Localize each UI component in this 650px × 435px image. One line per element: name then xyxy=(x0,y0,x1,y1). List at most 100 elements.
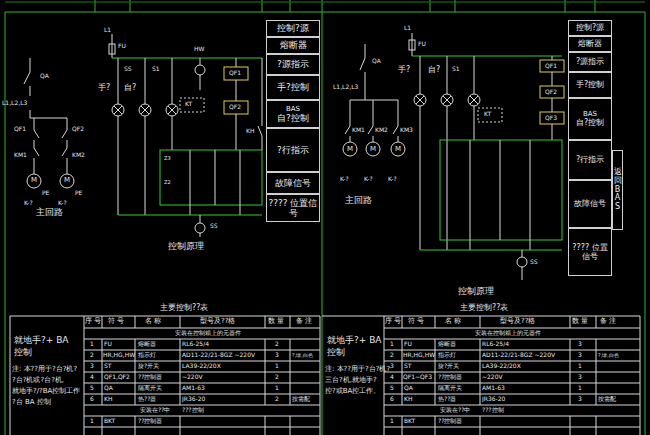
component-label: QF2 xyxy=(545,89,557,95)
control-circuit-wiring xyxy=(200,215,201,223)
control-circuit-wiring xyxy=(195,223,205,233)
control-circuit-wiring xyxy=(552,124,553,140)
table-cell-text: JR36-20 xyxy=(182,396,205,402)
table-cell-text: FU xyxy=(104,341,112,347)
component-label: QF2 xyxy=(229,104,241,110)
component-label: QF1 xyxy=(229,70,241,76)
table-cell-text: 型号及??格 xyxy=(200,318,235,325)
side-column-cell: 返回BAS xyxy=(612,150,623,230)
component-label: K-? xyxy=(24,200,33,206)
table-cell-text: ??控制器 xyxy=(138,374,162,380)
control-circuit-wiring xyxy=(240,205,241,215)
control-circuit-wiring xyxy=(109,33,564,280)
main-circuit-wiring xyxy=(67,140,68,148)
component-label: HW xyxy=(194,46,204,52)
control-circuit-wiring xyxy=(522,267,523,280)
table-cell-text: 就地手?+ BA xyxy=(327,336,382,345)
table-cell-text: 1 xyxy=(275,385,279,391)
table-cell-text: 热??器 xyxy=(138,396,156,402)
cell-text: BAS xyxy=(614,186,622,212)
control-circuit-wiring xyxy=(517,257,527,267)
main-circuit-wiring xyxy=(62,130,67,138)
component-label: S1 xyxy=(152,66,160,72)
component-label: 手? xyxy=(398,66,410,74)
cell-text: 熔断器 xyxy=(578,39,602,48)
table-cell-text: 指示灯 xyxy=(438,352,456,358)
main-circuit-wiring xyxy=(398,136,399,142)
control-circuit-wiring xyxy=(190,205,191,215)
table-cell-text: QF1,QF2 xyxy=(104,374,130,380)
control-circuit-wiring xyxy=(172,116,173,150)
main-circuit-wiring xyxy=(373,136,374,142)
function-label-cell: 控制?源 xyxy=(568,20,612,36)
table-cell-text: ~220V xyxy=(182,374,203,380)
cell-text: ???? 位置信号 xyxy=(570,243,610,261)
component-label: L1 xyxy=(104,27,111,33)
component-label: M xyxy=(395,146,401,153)
table-cell-text: 符 号 xyxy=(108,318,124,325)
drawing-frame xyxy=(5,12,645,13)
main-circuit-wiring xyxy=(34,158,35,174)
function-label-cell: 控制?源 xyxy=(266,20,320,37)
control-circuit-wiring xyxy=(262,58,263,126)
control-circuit-wiring xyxy=(236,58,237,67)
table-cell-text: 6 xyxy=(390,396,394,402)
main-circuit-wiring xyxy=(350,100,398,101)
component-label: Z2 xyxy=(164,180,171,185)
cell-text: ?行指示 xyxy=(277,145,309,155)
drawing-frame xyxy=(645,12,646,435)
main-circuit-wiring xyxy=(34,118,35,130)
table-cell-text: KH xyxy=(104,396,112,402)
table-cell-text: RL6-25/4 xyxy=(182,341,209,347)
table-cell-text: 2 xyxy=(90,352,94,358)
main-circuit-wiring xyxy=(34,130,39,138)
table-cell-text: 安装在控制箱上的元器件 xyxy=(475,330,541,336)
component-table-grid xyxy=(640,316,641,435)
table-cell-text: ?台 BA 控制 xyxy=(12,399,51,406)
function-label-cell: ???? 位置信号 xyxy=(266,194,320,222)
control-circuit-wiring xyxy=(190,150,191,205)
table-cell-text: 旋?开关 xyxy=(138,363,159,369)
main-circuit-wiring xyxy=(30,110,31,118)
control-circuit-wiring xyxy=(474,56,475,94)
table-cell-text: ??控制器 xyxy=(138,418,162,424)
component-label: FU xyxy=(118,43,126,49)
table-cell-text: 3 xyxy=(578,341,582,347)
control-circuit-wiring xyxy=(530,140,531,240)
table-cell-text: 3 xyxy=(578,396,582,402)
table-cell-text: 5 xyxy=(90,385,94,391)
component-label: K-? xyxy=(340,176,349,182)
table-cell-text: 主要控制??表 xyxy=(160,304,209,312)
table-cell-text: 3 xyxy=(90,363,94,369)
function-label-cell: ???? 位置信号 xyxy=(568,228,612,276)
control-circuit-wiring xyxy=(236,114,237,150)
table-cell-text: 指示灯 xyxy=(138,352,156,358)
component-label: KM3 xyxy=(400,127,413,133)
control-circuit-wiring xyxy=(409,40,415,50)
component-label: M xyxy=(370,146,376,153)
control-circuit-wiring xyxy=(412,56,562,57)
control-circuit-wiring xyxy=(114,106,176,114)
cell-text: ?行指示 xyxy=(576,155,604,164)
component-table-grid xyxy=(10,316,320,317)
control-circuit-wiring xyxy=(200,58,201,65)
control-circuit-wiring xyxy=(412,33,413,56)
cell-text: 控制?源 xyxy=(576,23,604,32)
control-circuit-wiring xyxy=(262,136,263,150)
table-cell-text: 1 xyxy=(90,341,94,347)
cell-text: BAS xyxy=(583,110,597,118)
cell-text: 控制?源 xyxy=(277,23,309,33)
function-label-cell: 手?控制 xyxy=(266,75,320,100)
control-circuit-wiring xyxy=(416,96,478,104)
function-label-cell: 手?控制 xyxy=(568,72,612,98)
component-table-grid xyxy=(402,416,596,435)
control-circuit-wiring xyxy=(478,108,502,122)
drawing-frame xyxy=(5,0,645,435)
table-cell-text: 1 xyxy=(390,418,394,424)
cell-text: 自?控制 xyxy=(576,118,604,127)
table-cell-text: 主要控制??表 xyxy=(460,304,509,312)
main-circuit-wiring xyxy=(368,126,373,134)
table-cell-text: HR,HG,HW xyxy=(403,352,435,358)
table-cell-text: 备 注 xyxy=(600,318,616,325)
